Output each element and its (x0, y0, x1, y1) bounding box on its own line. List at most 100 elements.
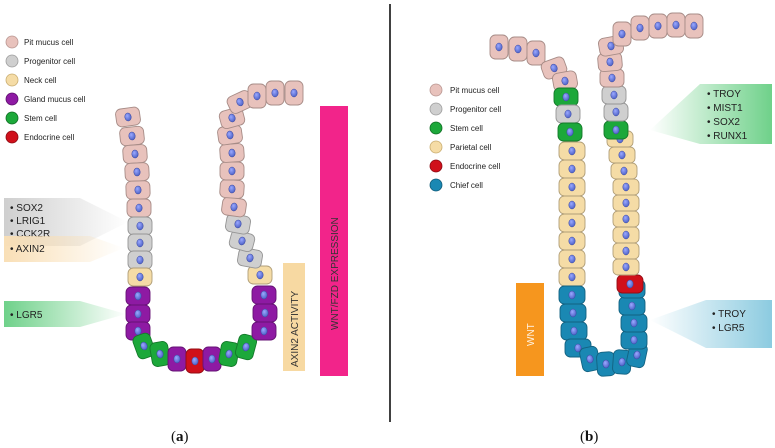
legend-label: Stem cell (450, 124, 483, 133)
panel-b-caption: (b) (580, 429, 598, 445)
legend-swatch-pit-mucus (5, 35, 19, 49)
cell-stem (603, 120, 629, 140)
legend-item: Parietal cell (429, 140, 492, 154)
marker-line: • RUNX1 (707, 131, 748, 142)
cell-progenitor (127, 233, 153, 253)
cell-gland-mucus (125, 304, 151, 324)
cell-progenitor (601, 85, 627, 105)
marker-line: • LGR5 (712, 323, 745, 334)
cell-parietal (612, 242, 640, 260)
legend-item: Stem cell (429, 121, 483, 135)
legend-swatch-endocrine (429, 159, 443, 173)
cell-chief (620, 330, 648, 350)
cell-chief (559, 303, 587, 323)
cell-gland-mucus (252, 303, 278, 323)
panel-a: Pit mucus cell Progenitor cell Neck cell… (4, 35, 348, 445)
cell-pit-mucus (508, 36, 528, 62)
axin2-activity-label: AXIN2 ACTIVITY (290, 291, 301, 367)
cell-endocrine (616, 274, 644, 294)
cell-gland-mucus (167, 346, 187, 372)
wnt-fzd-expression-bar: WNT/FZD EXPRESSION (320, 106, 348, 376)
cell-stem (149, 341, 171, 367)
legend-swatch-parietal (429, 140, 443, 154)
cell-parietal (558, 177, 586, 197)
legend-item: Stem cell (5, 111, 57, 125)
cell-parietal (558, 195, 586, 215)
cell-neck (127, 267, 153, 287)
cell-chief (579, 345, 601, 373)
cell-parietal (558, 231, 586, 251)
cell-pit-mucus (630, 15, 650, 41)
panel-b-legend: Pit mucus cell Progenitor cell Stem cell… (429, 83, 501, 192)
marker-line: • LGR5 (10, 310, 43, 321)
legend-item: Progenitor cell (429, 102, 501, 116)
legend-item: Gland mucus cell (5, 92, 86, 106)
wnt-rect (516, 283, 544, 376)
legend-label: Progenitor cell (24, 57, 75, 66)
legend-swatch-gland-mucus (5, 92, 19, 106)
cell-progenitor (555, 104, 581, 124)
cell-neck (247, 265, 273, 285)
cell-pit-mucus (265, 80, 285, 106)
cell-stem (553, 87, 579, 107)
marker-line: • TROY (707, 89, 741, 100)
callout-arrow (4, 236, 124, 262)
callout-arrow (4, 301, 126, 327)
cell-chief (560, 321, 588, 341)
cell-progenitor (127, 216, 153, 236)
cell-pit-mucus (599, 68, 625, 88)
marker-line: • AXIN2 (10, 244, 45, 255)
cell-pit-mucus (221, 196, 247, 218)
cell-pit-mucus (284, 80, 304, 106)
cell-parietal (610, 162, 638, 180)
wnt-fzd-expression-rect (320, 106, 348, 376)
legend-label: Stem cell (24, 114, 57, 123)
cell-parietal (612, 258, 640, 276)
legend-swatch-stem (5, 111, 19, 125)
cell-chief (620, 313, 648, 333)
legend-label: Parietal cell (450, 143, 492, 152)
cell-chief (596, 351, 616, 377)
legend-label: Pit mucus cell (450, 86, 500, 95)
legend-swatch-neck (5, 73, 19, 87)
cell-pit-mucus (612, 21, 632, 47)
wnt-label: WNT (526, 323, 537, 346)
legend-item: Pit mucus cell (5, 35, 74, 49)
cell-parietal (558, 159, 586, 179)
legend-label: Endocrine cell (24, 133, 74, 142)
cell-pit-mucus (526, 40, 546, 66)
cell-gland-mucus (251, 321, 277, 341)
cell-pit-mucus (124, 162, 150, 182)
cell-pit-mucus (219, 179, 245, 199)
cell-stem (218, 341, 240, 367)
cell-progenitor (603, 102, 629, 122)
marker-line: • SOX2 (10, 203, 43, 214)
legend-label: Pit mucus cell (24, 38, 74, 47)
marker-line: • CCK2R (10, 229, 50, 240)
legend-swatch-chief (429, 178, 443, 192)
cell-stem (234, 333, 258, 361)
marker-line: • TROY (712, 309, 746, 320)
cell-pit-mucus (119, 125, 145, 147)
legend-swatch-stem (429, 121, 443, 135)
cell-gland-mucus (125, 286, 151, 306)
cell-pit-mucus (219, 161, 245, 181)
cell-progenitor (225, 213, 251, 235)
axin2-activity-rect (283, 263, 305, 371)
cell-parietal (612, 194, 640, 212)
cell-parietal (558, 141, 586, 161)
legend-swatch-progenitor (5, 54, 19, 68)
cell-pit-mucus (247, 83, 267, 109)
cell-parietal (608, 146, 636, 164)
legend-label: Progenitor cell (450, 105, 501, 114)
legend-swatch-endocrine (5, 130, 19, 144)
legend-label: Chief cell (450, 181, 483, 190)
legend-item: Endocrine cell (429, 159, 500, 173)
cell-pit-mucus (122, 144, 148, 164)
marker-callout-sox2-lrig1-cck2r: • SOX2 • LRIG1 • CCK2R (4, 198, 128, 246)
marker-line: • SOX2 (707, 117, 740, 128)
cell-gland-mucus (251, 285, 277, 305)
cell-stem (557, 122, 583, 142)
cell-endocrine (185, 348, 205, 374)
wnt-bar: WNT (516, 283, 544, 376)
